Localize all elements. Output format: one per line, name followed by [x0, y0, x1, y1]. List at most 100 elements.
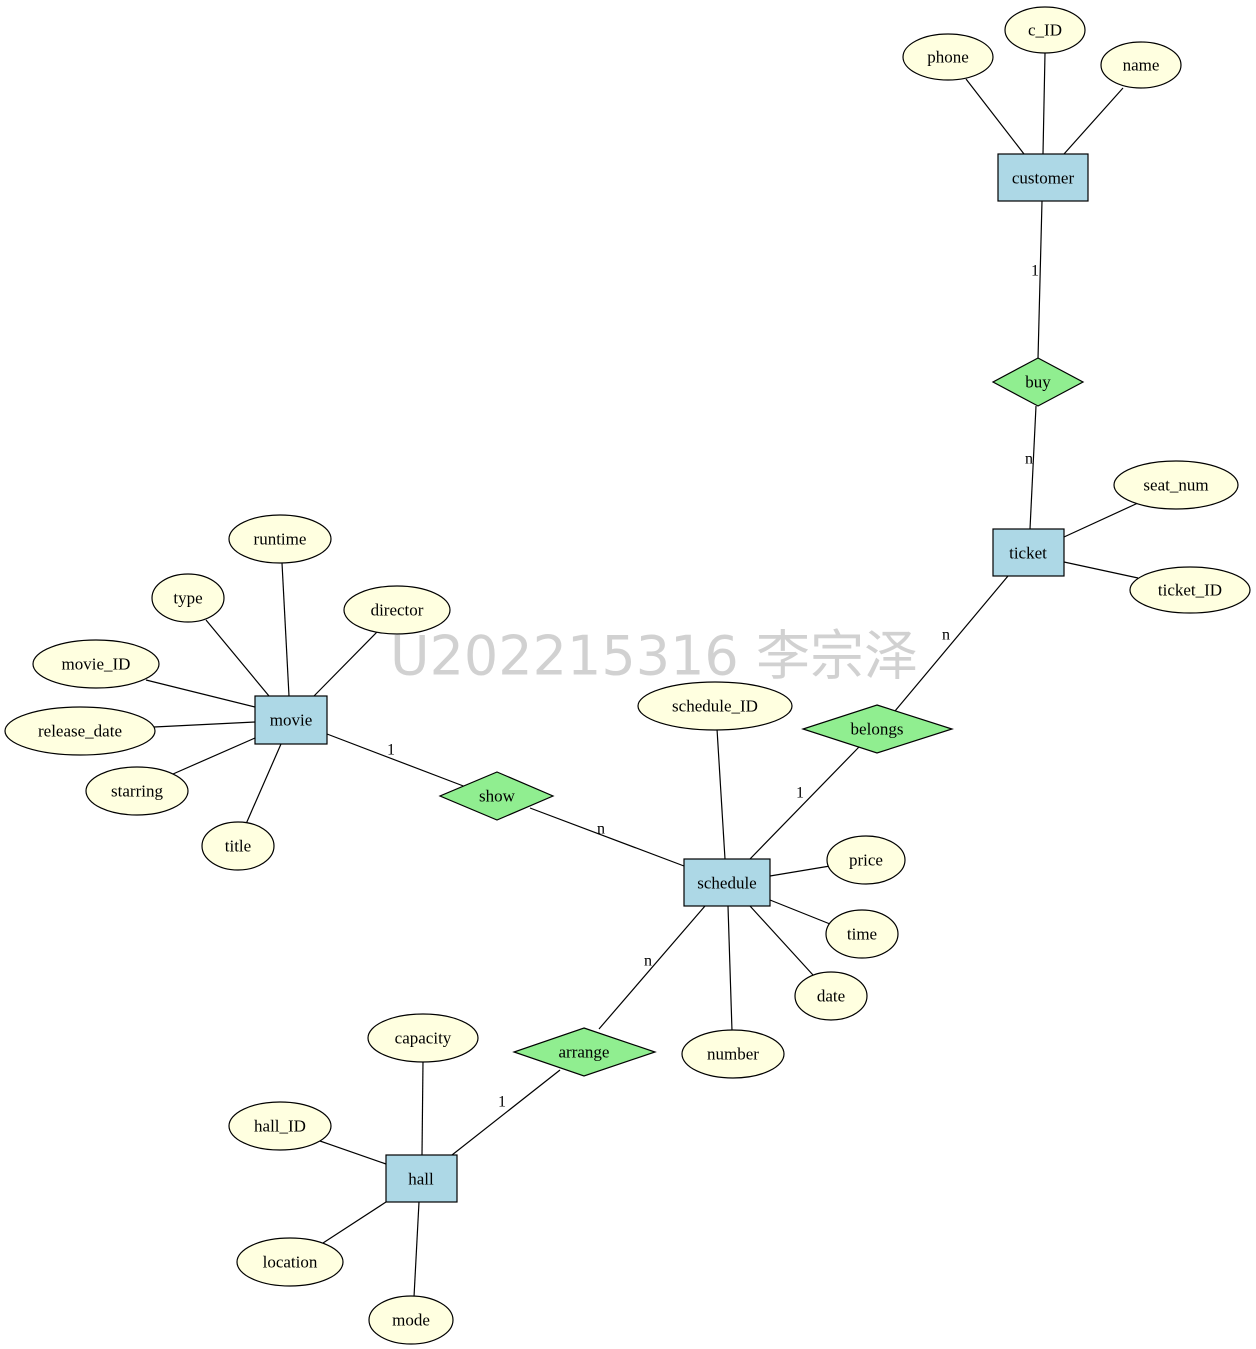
edge-movie-release-date	[153, 721, 256, 728]
attribute-label: type	[173, 589, 202, 608]
attribute-label: location	[263, 1253, 318, 1272]
attribute-director: director	[343, 585, 451, 635]
edge-movie-type	[205, 619, 270, 697]
entity-label: movie	[270, 711, 313, 730]
attribute-label: runtime	[254, 530, 307, 549]
edge-movie-show	[326, 733, 467, 788]
cardinality-belongs-schedule: 1	[796, 785, 804, 802]
attribute-label: seat_num	[1143, 476, 1208, 495]
entity-ticket: ticket	[992, 528, 1065, 577]
attribute-label: movie_ID	[62, 655, 131, 674]
attribute-label: ticket_ID	[1158, 581, 1222, 600]
relationship-label: show	[479, 787, 516, 806]
entity-label: ticket	[1009, 544, 1047, 563]
cardinality-schedule-arrange: n	[644, 953, 652, 970]
edge-schedule-price	[769, 865, 831, 877]
edge-ticket-belongs	[894, 575, 1009, 712]
entity-label: hall	[408, 1170, 434, 1189]
attribute-hall-id: hall_ID	[228, 1101, 332, 1151]
edge-schedule-date	[749, 905, 814, 976]
entity-hall: hall	[385, 1154, 458, 1203]
relationship-label: buy	[1025, 373, 1051, 392]
attribute-schedule-id: schedule_ID	[637, 681, 793, 731]
edge-movie-runtime	[281, 562, 290, 697]
edge-hall-capacity	[421, 1060, 424, 1156]
edges	[145, 52, 1139, 1298]
relationship-label: arrange	[559, 1043, 610, 1062]
edge-show-schedule	[529, 807, 685, 867]
attribute-mode: mode	[368, 1295, 454, 1345]
attribute-label: hall_ID	[254, 1117, 306, 1136]
attributes: phone c_ID name seat_num ticket_ID runti…	[4, 6, 1251, 1345]
attribute-label: starring	[111, 782, 163, 801]
attribute-label: release_date	[38, 722, 122, 741]
edge-schedule-arrange	[598, 905, 706, 1030]
cardinality-arrange-hall: 1	[498, 1094, 506, 1111]
attribute-ticket-id: ticket_ID	[1129, 566, 1251, 614]
edge-belongs-schedule	[749, 746, 860, 860]
edge-schedule-number	[727, 905, 733, 1032]
relationship-show: show	[438, 771, 555, 821]
edge-hall-hall-id	[319, 1140, 387, 1165]
cardinality-show-schedule: n	[597, 821, 605, 838]
edge-customer-phone	[965, 78, 1025, 155]
edge-schedule-schedule-id	[716, 728, 726, 860]
attribute-location: location	[236, 1237, 344, 1287]
attribute-starring: starring	[85, 766, 189, 816]
edge-hall-mode	[413, 1201, 420, 1298]
attribute-c-id: c_ID	[1004, 6, 1086, 54]
attribute-release-date: release_date	[4, 706, 156, 756]
attribute-type: type	[151, 573, 225, 623]
attribute-label: mode	[392, 1311, 430, 1330]
attribute-title: title	[201, 821, 275, 871]
attribute-name: name	[1100, 41, 1182, 89]
cardinality-customer-buy: 1	[1031, 263, 1039, 280]
edge-movie-director	[313, 631, 378, 697]
cardinalities: 1 n n 1 1 n n 1	[387, 263, 1039, 1111]
relationship-belongs: belongs	[801, 704, 954, 754]
attribute-price: price	[826, 835, 906, 885]
attribute-label: capacity	[395, 1029, 452, 1048]
attribute-time: time	[825, 909, 899, 959]
edge-schedule-time	[769, 899, 831, 925]
attribute-label: price	[849, 851, 883, 870]
edge-movie-movie-id	[145, 679, 256, 708]
attribute-phone: phone	[902, 33, 994, 81]
attribute-label: director	[371, 601, 424, 620]
edge-movie-starring	[172, 737, 256, 775]
attribute-number: number	[681, 1029, 785, 1079]
edge-buy-ticket	[1029, 405, 1037, 530]
entities: customer ticket movie schedule hall	[254, 153, 1089, 1203]
entity-schedule: schedule	[683, 858, 771, 907]
attribute-label: time	[847, 925, 877, 944]
cardinality-buy-ticket: n	[1025, 451, 1033, 468]
attribute-label: phone	[927, 48, 969, 67]
entity-label: schedule	[697, 874, 756, 893]
attribute-capacity: capacity	[367, 1013, 479, 1063]
edge-arrange-hall	[451, 1069, 561, 1156]
edge-customer-buy	[1037, 200, 1043, 360]
relationship-buy: buy	[991, 357, 1085, 407]
entity-movie: movie	[254, 695, 328, 745]
relationship-label: belongs	[851, 720, 904, 739]
attribute-label: date	[817, 987, 845, 1006]
attribute-runtime: runtime	[228, 514, 332, 564]
edge-movie-title	[245, 743, 282, 825]
cardinality-ticket-belongs: n	[942, 627, 950, 644]
edge-hall-location	[322, 1201, 387, 1244]
watermark-text: U202215316 李宗泽	[390, 625, 918, 688]
attribute-label: c_ID	[1028, 21, 1062, 40]
entity-label: customer	[1012, 169, 1075, 188]
attribute-movie-id: movie_ID	[32, 639, 160, 689]
attribute-label: number	[707, 1045, 759, 1064]
entity-customer: customer	[997, 153, 1089, 202]
cardinality-movie-show: 1	[387, 742, 395, 759]
edge-customer-name	[1063, 87, 1124, 155]
attribute-label: name	[1123, 56, 1160, 75]
attribute-label: title	[225, 837, 251, 856]
attribute-date: date	[794, 971, 868, 1021]
edge-ticket-ticket-id	[1063, 561, 1139, 579]
relationship-arrange: arrange	[512, 1027, 657, 1077]
attribute-label: schedule_ID	[672, 697, 758, 716]
